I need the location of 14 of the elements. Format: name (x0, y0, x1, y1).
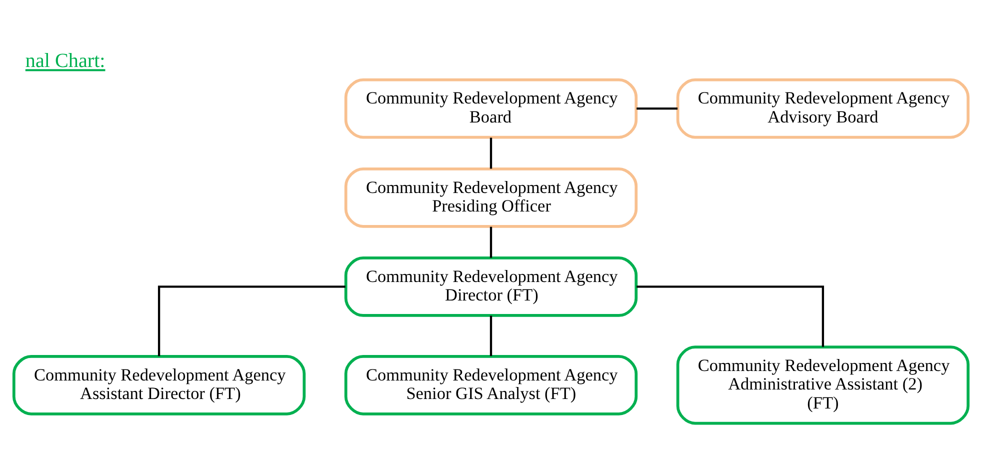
connector (490, 137, 492, 168)
node-box: Community Redevelopment Agency Assistant Director (FT) (12, 354, 306, 415)
node-box: Community Redevelopment Agency Board (344, 78, 638, 138)
node-box: Community Redevelopment Agency Senior GIS Analyst (FT) (344, 354, 638, 415)
node-box: Community Redevelopment Agency Advisory Board (676, 78, 970, 138)
node-box: Community Redevelopment Agency Administrative Assistant (2) (FT) (676, 345, 970, 424)
connector (636, 106, 678, 110)
connector (490, 315, 492, 356)
connector (490, 226, 492, 258)
diagram-title: nal Chart: (25, 50, 106, 72)
connector (158, 285, 346, 356)
node-box: Community Redevelopment Agency Director (FT) (344, 256, 638, 316)
connector (636, 285, 824, 346)
node-box: Community Redevelopment Agency Presiding Officer (344, 166, 638, 228)
